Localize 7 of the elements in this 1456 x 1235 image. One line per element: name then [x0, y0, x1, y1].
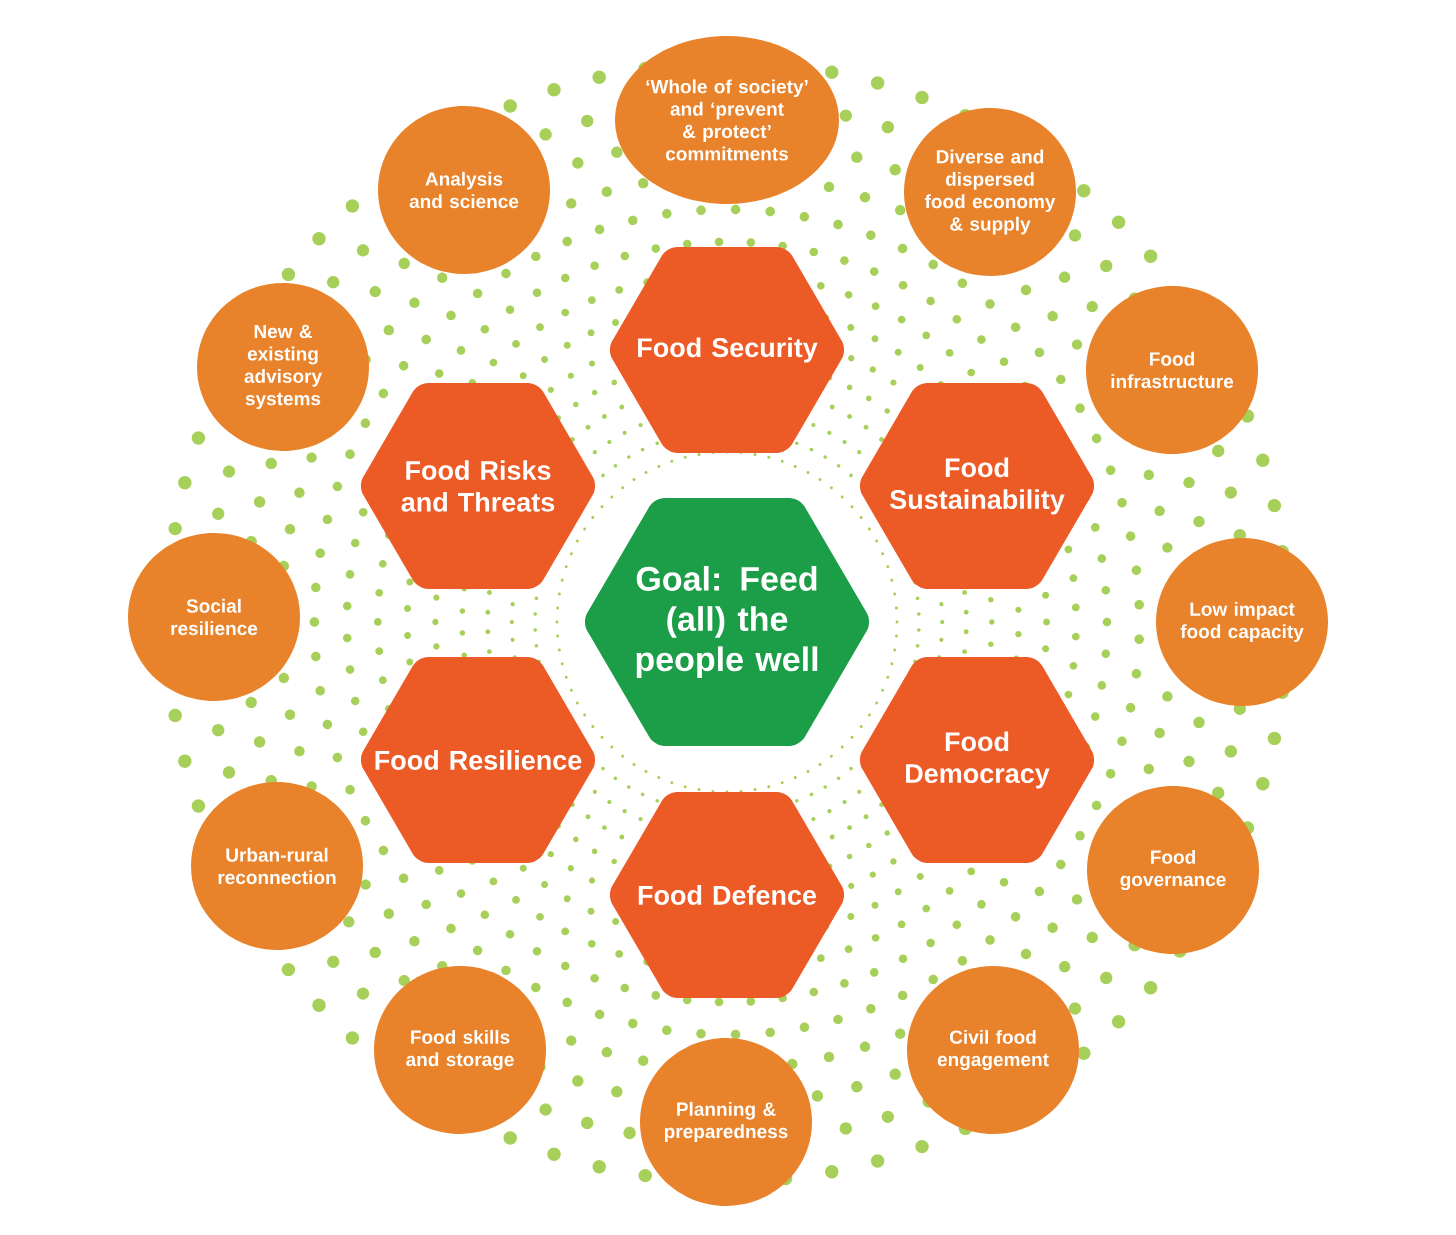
pillar-hexagon: Food Democracy [859, 657, 1095, 863]
pillar-hexagon: Food Sustainability [859, 383, 1095, 589]
pillar-hexagon: Food Risks and Threats [360, 383, 596, 589]
pillar-hexagon: Food Security [609, 247, 845, 453]
goal-hexagon: Goal: Feed (all) the people well [584, 498, 870, 746]
pillar-hexagon: Food Defence [609, 792, 845, 998]
pillar-hexagon: Food Resilience [360, 657, 596, 863]
